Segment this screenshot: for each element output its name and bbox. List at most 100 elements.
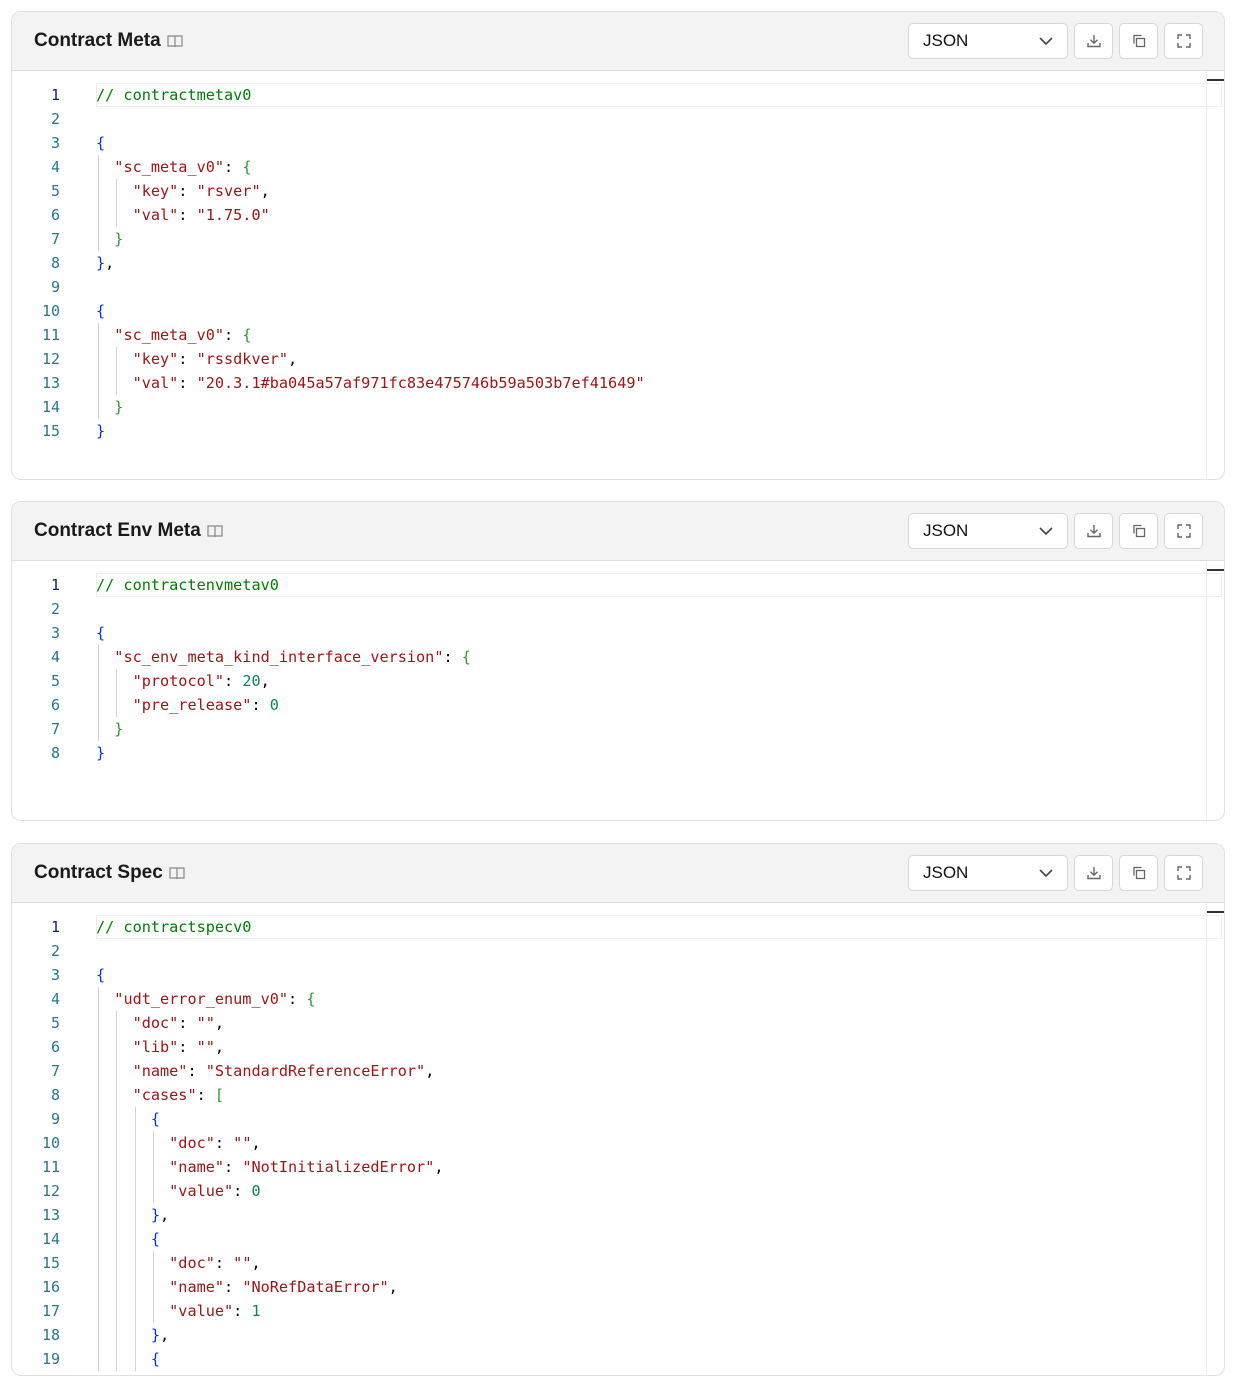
panel-title-text: Contract Meta — [34, 30, 161, 51]
format-select-value: JSON — [923, 863, 969, 882]
token-b1: } — [150, 1326, 161, 1344]
vertical-scrollbar[interactable] — [1206, 561, 1224, 820]
indent-guide — [98, 179, 99, 203]
line-number: 2 — [50, 110, 60, 128]
token-text — [96, 1254, 169, 1272]
code-lines[interactable]: // contractspecv0 { "udt_error_enum_v0":… — [96, 915, 1222, 1371]
token-b2: { — [306, 990, 316, 1008]
expand-button[interactable] — [1164, 513, 1203, 549]
copy-button[interactable] — [1119, 23, 1158, 59]
indent-guide — [98, 1131, 99, 1155]
vertical-scrollbar[interactable] — [1206, 71, 1224, 479]
code-line: }, — [96, 1323, 1206, 1347]
token-b1: } — [96, 422, 106, 440]
code-lines[interactable]: // contractenvmetav0 { "sc_env_meta_kind… — [96, 573, 1222, 765]
token-key: "protocol" — [132, 672, 225, 690]
code-line: "doc": "", — [96, 1011, 1206, 1035]
token-text: , — [105, 254, 115, 272]
indent-guide — [116, 1107, 118, 1131]
chevron-down-icon — [1039, 36, 1053, 45]
token-str: "" — [196, 1038, 215, 1056]
token-text — [96, 696, 133, 714]
indent-guide — [134, 1275, 136, 1299]
line-number: 3 — [50, 966, 60, 984]
indent-guide — [98, 1299, 99, 1323]
download-button[interactable] — [1074, 855, 1113, 891]
line-number: 3 — [50, 134, 60, 152]
book-icon[interactable] — [207, 524, 223, 538]
code-line: "lib": "", — [96, 1035, 1206, 1059]
indent-guide — [153, 1275, 155, 1299]
token-b1: { — [96, 302, 106, 320]
panel-title: Contract Meta — [34, 30, 183, 52]
token-text — [96, 1278, 169, 1296]
indent-guide — [134, 1251, 136, 1275]
token-key: "sc_meta_v0" — [114, 158, 225, 176]
token-text — [96, 1230, 151, 1248]
format-select[interactable]: JSON — [908, 23, 1068, 59]
indent-guide — [98, 1155, 99, 1179]
indent-guide — [116, 1323, 118, 1347]
code-line: } — [96, 395, 1206, 419]
indent-guide — [98, 987, 99, 1011]
token-num: 0 — [269, 696, 279, 714]
download-button[interactable] — [1074, 513, 1113, 549]
indent-guide — [98, 155, 99, 179]
token-text — [96, 374, 133, 392]
book-icon[interactable] — [167, 34, 183, 48]
download-icon — [1086, 35, 1101, 48]
token-text: : — [233, 1182, 252, 1200]
code-lines[interactable]: // contractmetav0 { "sc_meta_v0": { "key… — [96, 83, 1222, 443]
format-select[interactable]: JSON — [908, 513, 1068, 549]
indent-guide — [134, 1323, 136, 1347]
indent-guide — [134, 1131, 136, 1155]
token-text: : — [178, 182, 197, 200]
token-str: "rssdkver" — [196, 350, 289, 368]
expand-button[interactable] — [1164, 23, 1203, 59]
code-line: "udt_error_enum_v0": { — [96, 987, 1206, 1011]
code-line: "name": "StandardReferenceError", — [96, 1059, 1206, 1083]
token-str: "" — [233, 1254, 252, 1272]
code-line: "key": "rsver", — [96, 179, 1206, 203]
token-comment: // contractenvmetav0 — [96, 576, 279, 594]
token-b2: [ — [214, 1086, 225, 1104]
copy-button[interactable] — [1119, 513, 1158, 549]
indent-guide — [98, 1323, 99, 1347]
indent-guide — [134, 1203, 136, 1227]
code-line: }, — [96, 251, 1206, 275]
indent-guide — [98, 1227, 99, 1251]
line-number: 15 — [41, 1254, 60, 1272]
format-select[interactable]: JSON — [908, 855, 1068, 891]
book-icon[interactable] — [169, 866, 185, 880]
token-text: , — [160, 1206, 170, 1224]
scroll-position-marker — [1207, 569, 1224, 571]
token-text: : — [224, 158, 243, 176]
line-number: 4 — [50, 990, 60, 1008]
token-b2: } — [114, 230, 124, 248]
token-key: "value" — [169, 1302, 234, 1320]
download-button[interactable] — [1074, 23, 1113, 59]
copy-button[interactable] — [1119, 855, 1158, 891]
token-text: , — [434, 1158, 444, 1176]
code-line: "doc": "", — [96, 1131, 1206, 1155]
token-text: , — [160, 1326, 170, 1344]
vertical-scrollbar[interactable] — [1206, 903, 1224, 1375]
expand-icon — [1176, 866, 1191, 880]
token-b1: { — [150, 1110, 161, 1128]
token-text — [96, 1158, 169, 1176]
line-number: 8 — [50, 1086, 60, 1104]
expand-button[interactable] — [1164, 855, 1203, 891]
token-text: : — [214, 1134, 234, 1152]
token-b2: { — [242, 158, 252, 176]
indent-guide — [98, 1011, 99, 1035]
token-comment: // contractspecv0 — [96, 918, 252, 936]
code-line: } — [96, 717, 1206, 741]
token-key: "doc" — [132, 1014, 179, 1032]
indent-guide — [116, 1059, 118, 1083]
